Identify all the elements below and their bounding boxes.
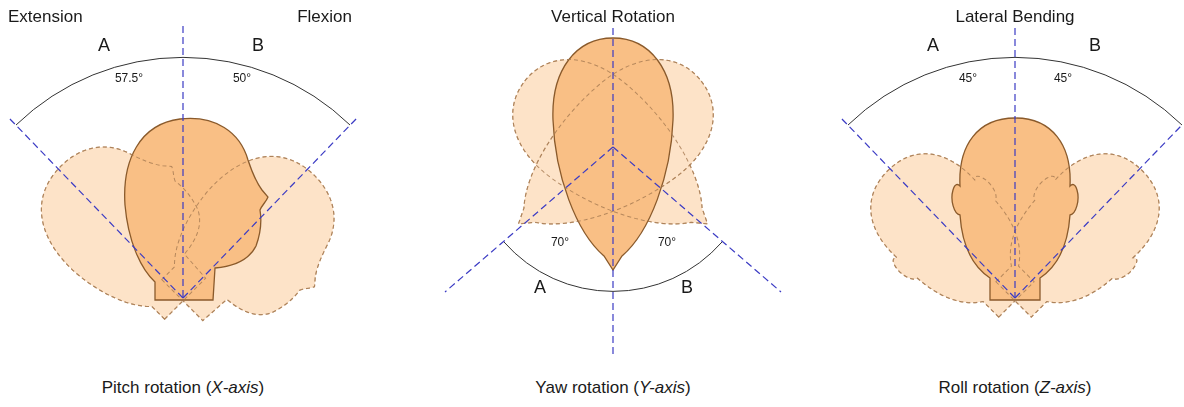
view-heading: Flexion xyxy=(297,7,352,27)
axis-line xyxy=(9,26,1181,356)
angle-value: 57.5° xyxy=(115,72,143,86)
head-outline xyxy=(125,38,1078,300)
view-heading: Vertical Rotation xyxy=(551,7,675,27)
direction-letter: B xyxy=(252,35,264,56)
view-heading: Extension xyxy=(8,7,83,27)
angle-value: 50° xyxy=(233,72,251,86)
angle-value: 45° xyxy=(1054,72,1072,86)
direction-letter: A xyxy=(98,35,110,56)
axis-caption: Roll rotation (Z-axis) xyxy=(938,378,1091,398)
axis-caption: Yaw rotation (Y-axis) xyxy=(535,378,690,398)
direction-letter: A xyxy=(534,277,546,298)
axis-caption: Pitch rotation (X-axis) xyxy=(102,378,265,398)
direction-letter: B xyxy=(1089,35,1101,56)
angle-value: 70° xyxy=(658,236,676,250)
rotated-outline xyxy=(15,34,1184,360)
faded-head xyxy=(15,34,1184,360)
angle-value: 45° xyxy=(959,72,977,86)
view-heading: Lateral Bending xyxy=(955,7,1074,27)
direction-letter: B xyxy=(681,277,693,298)
angle-value: 70° xyxy=(551,236,569,250)
direction-letter: A xyxy=(927,35,939,56)
angle-arc xyxy=(16,57,1182,291)
